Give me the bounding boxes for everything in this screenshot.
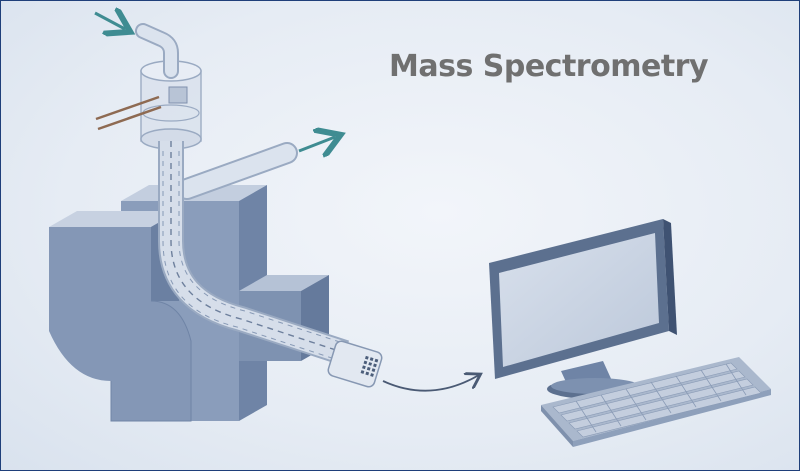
outlet-arrow-icon: [298, 137, 335, 151]
signal-arrow-icon: [382, 375, 479, 392]
detector-icon: [327, 340, 383, 388]
diagram-title: Mass Spectrometry: [389, 49, 709, 84]
keyboard-icon: [541, 357, 771, 447]
monitor-icon: [489, 219, 677, 399]
electrodes: [95, 95, 162, 131]
inlet-arrow-icon: [94, 13, 125, 29]
